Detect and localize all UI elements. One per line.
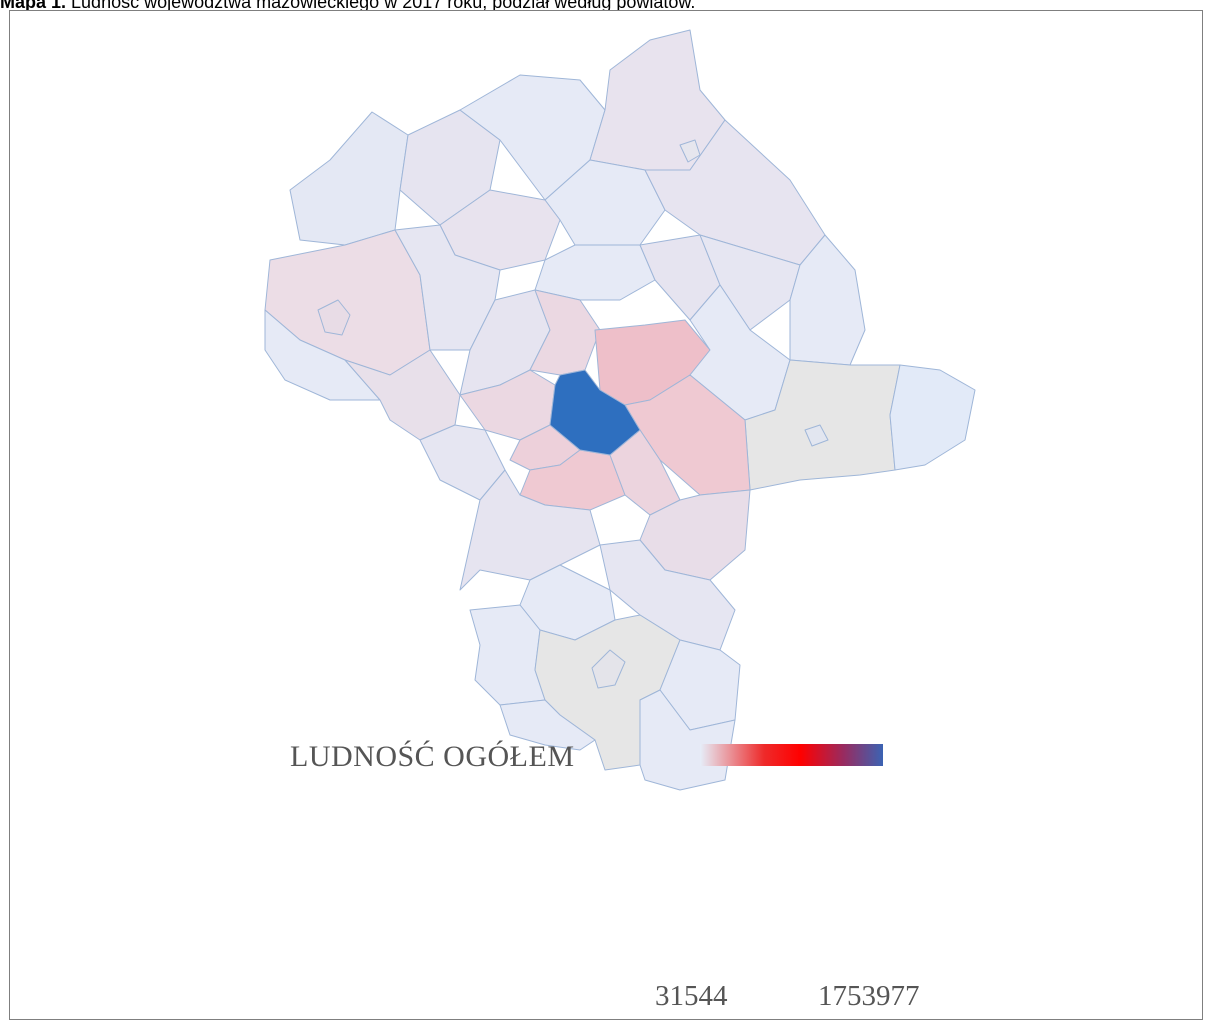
- powiat-region: [744, 359, 901, 491]
- warsaw-region: [549, 369, 641, 456]
- legend-title: LUDNOŚĆ OGÓŁEM: [290, 740, 575, 773]
- city-powiat-region: [317, 299, 351, 336]
- powiat-region: [789, 234, 866, 366]
- city-powiat-region: [804, 424, 829, 447]
- powiat-region: [599, 539, 736, 651]
- city-powiat-region: [591, 649, 626, 689]
- powiat-region: [544, 159, 666, 246]
- caption-label: Mapa 1.: [0, 0, 67, 12]
- powiat-region: [289, 111, 409, 246]
- legend-max-value: 1753977: [818, 980, 920, 1012]
- powiat-region: [264, 309, 381, 401]
- legend-gradient-bar: [700, 744, 883, 766]
- caption-text: Ludność województwa mazowieckiego w 2017…: [66, 0, 696, 12]
- powiat-region: [499, 699, 596, 751]
- powiat-region: [459, 469, 601, 591]
- map-caption: Mapa 1. Ludność województwa mazowieckieg…: [0, 0, 695, 12]
- legend-min-value: 31544: [655, 980, 728, 1012]
- city-powiat-region: [679, 139, 701, 163]
- powiat-region: [534, 244, 656, 301]
- powiat-region: [889, 364, 976, 471]
